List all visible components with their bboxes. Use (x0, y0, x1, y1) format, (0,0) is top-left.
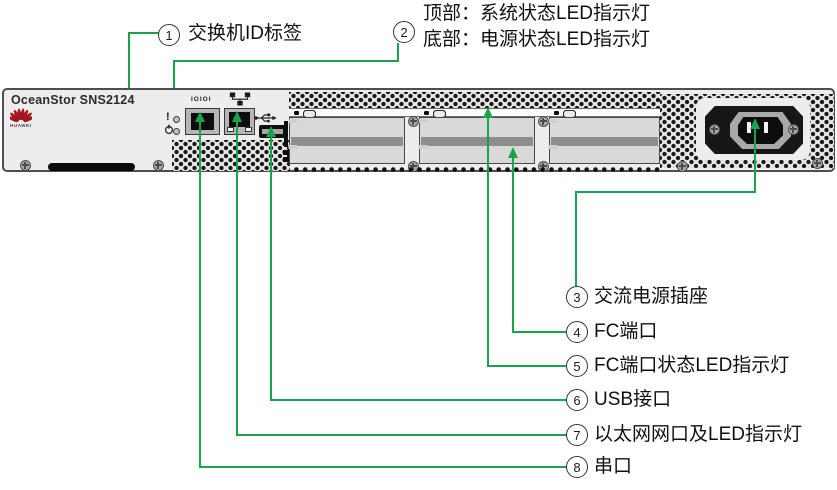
callout-2-number: 2 (400, 24, 408, 40)
leader-line-2 (397, 43, 399, 62)
power-symbol-icon (164, 124, 174, 135)
callout-5-label: FC端口状态LED指示灯 (594, 355, 790, 376)
ac-pin (764, 122, 768, 133)
leader-line-5 (487, 118, 489, 367)
callout-7-number: 7 (573, 427, 581, 443)
fc-port (552, 120, 554, 122)
callout-8-number: 8 (573, 459, 581, 475)
arrowhead-ac-socket (750, 118, 760, 129)
leader-line-8 (199, 466, 566, 468)
serial-port-label: IOIOI (191, 96, 212, 103)
callout-6-label: USB接口 (594, 389, 672, 410)
screw (153, 160, 164, 171)
leader-line-3 (575, 191, 577, 286)
fc-port (292, 120, 294, 122)
arrowhead-fc-led (483, 107, 493, 118)
callout-1-label: 交换机ID标签 (188, 23, 303, 44)
callout-2-label-bottom: 底部：电源状态LED指示灯 (423, 29, 650, 50)
leader-line-7 (236, 122, 238, 436)
system-status-led (173, 116, 180, 123)
switch-chassis: OceanStor SNS2124 HUAWEI ! (2, 88, 835, 173)
leader-line-2 (173, 60, 399, 62)
leader-line-1 (128, 32, 159, 34)
callout-2-badge: 2 (393, 21, 415, 43)
callout-8-label: 串口 (594, 456, 633, 477)
screw (408, 116, 419, 127)
usb-icon (254, 113, 277, 123)
fc-port (292, 146, 294, 148)
screw (812, 158, 823, 169)
callout-7-badge: 7 (566, 424, 588, 446)
callout-1-badge: 1 (158, 24, 180, 46)
ac-power-socket-cavity (738, 117, 783, 144)
arrowhead-serial (195, 111, 205, 122)
fc-port (422, 146, 424, 148)
screw (538, 116, 549, 127)
ethernet-led-right (245, 127, 252, 132)
callout-5-badge: 5 (566, 355, 588, 377)
fc-led-group (289, 109, 405, 118)
callout-3-number: 3 (573, 289, 581, 305)
fc-port-led (552, 109, 576, 118)
callout-6-number: 6 (573, 392, 581, 408)
leader-line-8 (199, 122, 201, 468)
ethernet-icon (229, 92, 251, 106)
power-status-led (173, 128, 180, 135)
edge-connector (284, 121, 288, 147)
edge-connector (283, 150, 289, 155)
vent-grille (289, 92, 662, 108)
model-label: OceanStor SNS2124 (11, 93, 135, 107)
arrowhead-ethernet (232, 111, 242, 122)
callout-6-badge: 6 (566, 389, 588, 411)
callout-5-number: 5 (573, 358, 581, 374)
callout-7-label: 以太网网口及LED指示灯 (594, 424, 802, 445)
screw (20, 160, 31, 171)
fc-port-bank (289, 117, 405, 164)
leader-line-4 (512, 331, 566, 333)
fc-port (422, 120, 424, 122)
screw (677, 161, 688, 172)
arrowhead-usb (266, 126, 276, 137)
callout-3-label: 交流电源插座 (594, 286, 709, 307)
ac-pin (747, 122, 751, 133)
callout-4-badge: 4 (566, 321, 588, 343)
leader-line-7 (236, 434, 566, 436)
fc-port-led (422, 109, 446, 118)
leader-line-4 (512, 158, 514, 333)
leader-line-6 (270, 137, 272, 401)
huawei-logo-icon (10, 108, 32, 123)
fc-cage-rail (551, 137, 658, 146)
brand-label: HUAWEI (10, 123, 32, 128)
fc-cage-rail (421, 137, 533, 146)
fc-led-group (549, 109, 660, 118)
callout-2-label-top: 顶部：系统状态LED指示灯 (423, 3, 650, 24)
fc-led-group (419, 109, 535, 118)
callout-4-number: 4 (573, 324, 581, 340)
edge-connector (283, 157, 289, 162)
vent-dot-row (289, 164, 662, 173)
callout-8-badge: 8 (566, 456, 588, 478)
fc-port-led (292, 109, 316, 118)
fc-port-bank (549, 117, 660, 164)
leader-line-3 (754, 129, 756, 193)
callout-1-number: 1 (165, 27, 173, 43)
screw (709, 124, 720, 135)
callout-3-badge: 3 (566, 286, 588, 308)
callout-4-label: FC端口 (594, 321, 658, 342)
leader-line-1 (128, 32, 130, 140)
arrowhead-fc-port (508, 147, 518, 158)
fc-cage-rail (291, 137, 403, 146)
vent-grille (172, 140, 290, 171)
switch-id-label-slot (48, 163, 135, 171)
fc-port (552, 146, 554, 148)
leader-line-2 (173, 60, 175, 103)
leader-line-5 (487, 365, 566, 367)
alert-icon: ! (166, 111, 170, 123)
screw (788, 124, 799, 135)
leader-line-3 (575, 191, 756, 193)
ethernet-led-left (227, 127, 234, 132)
fc-led-strip (289, 108, 662, 117)
leader-line-6 (270, 399, 566, 401)
